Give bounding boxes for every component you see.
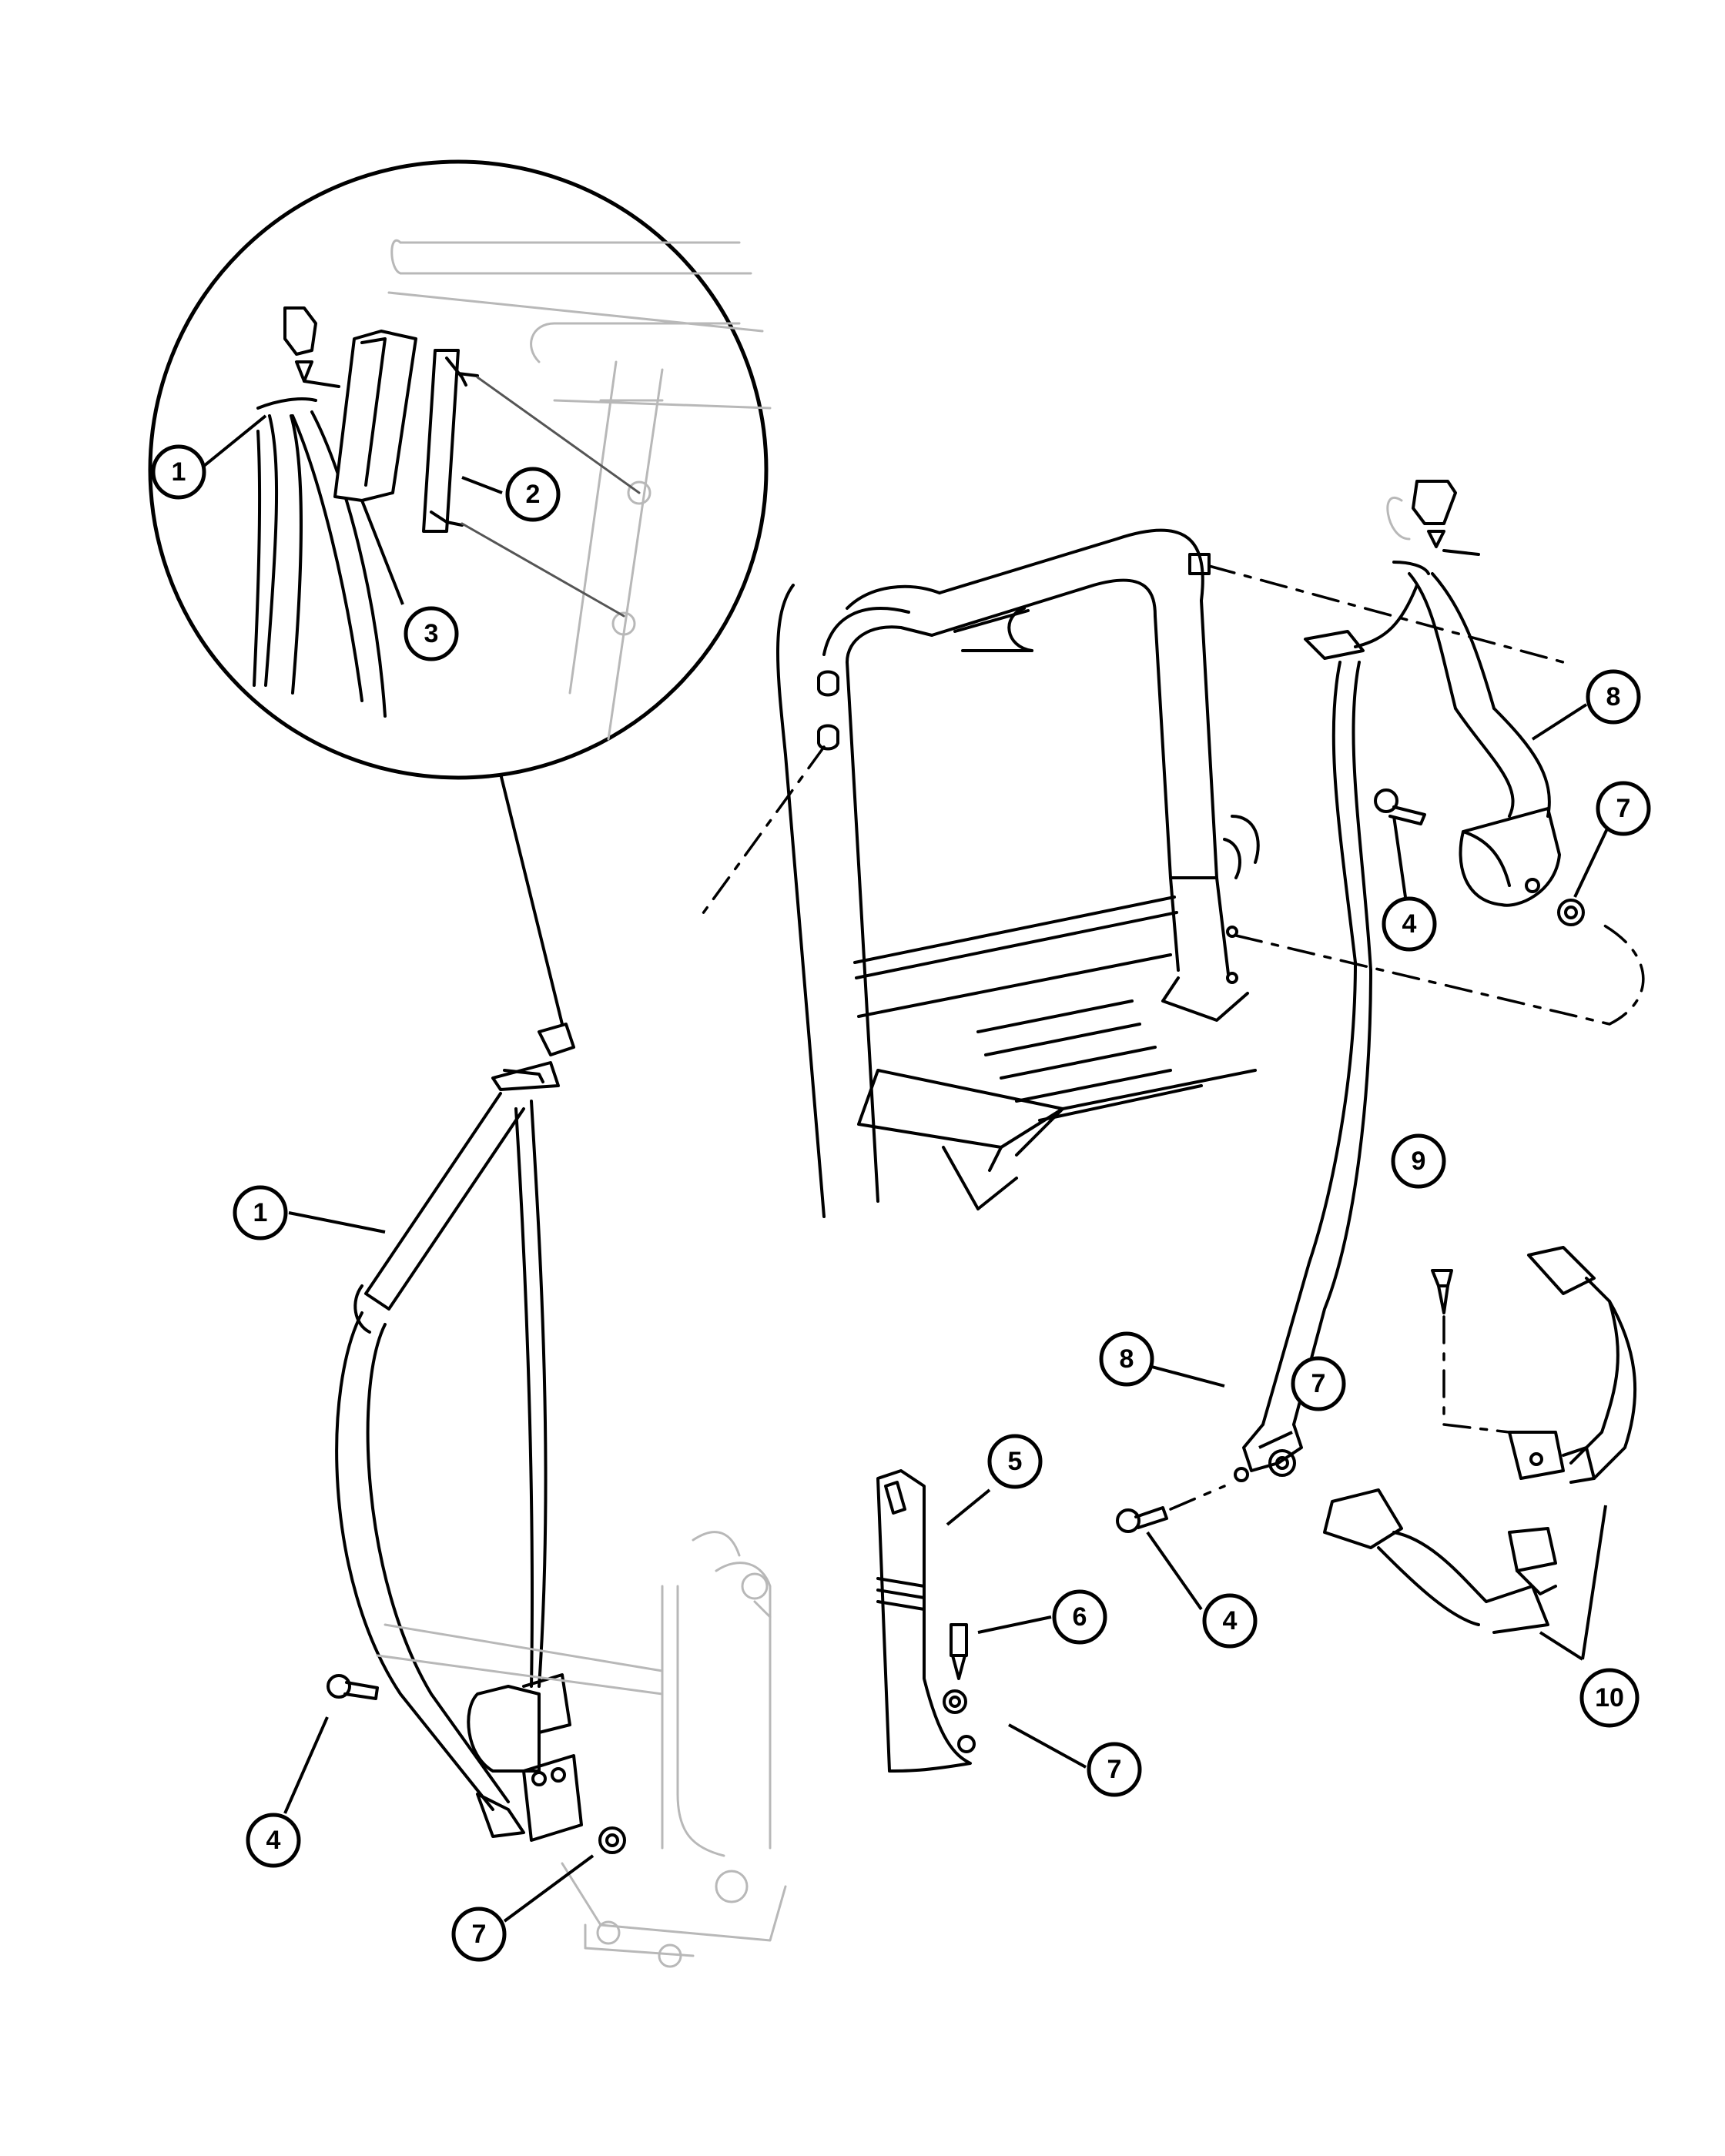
- svg-text:1: 1: [253, 1198, 268, 1227]
- svg-text:7: 7: [1311, 1369, 1326, 1398]
- svg-text:7: 7: [472, 1920, 487, 1949]
- svg-text:8: 8: [1606, 682, 1621, 711]
- callout-7-rear-upper: 7: [1596, 781, 1651, 836]
- svg-text:4: 4: [266, 1826, 281, 1855]
- svg-text:1: 1: [172, 457, 186, 487]
- guide-line: [699, 745, 826, 918]
- callout-2: 2: [505, 467, 561, 522]
- svg-text:5: 5: [1008, 1447, 1023, 1476]
- callout-8-rear-lower: 8: [1099, 1331, 1154, 1387]
- svg-text:2: 2: [526, 480, 541, 509]
- callout-1-belt: 1: [233, 1185, 288, 1240]
- center-buckle-assembly: [1323, 1246, 1637, 1634]
- belt-guide-trim: [876, 1469, 976, 1773]
- callout-7-rear-lower: 7: [1291, 1356, 1346, 1411]
- svg-text:7: 7: [1107, 1755, 1122, 1784]
- callout-4-front: 4: [246, 1813, 301, 1868]
- detail-view: [148, 159, 772, 780]
- callout-6: 6: [1052, 1589, 1107, 1645]
- callout-1-detail: 1: [151, 444, 206, 500]
- callout-8-rear-upper: 8: [1586, 669, 1641, 725]
- svg-text:8: 8: [1120, 1344, 1134, 1374]
- front-belt-assembly: [327, 1023, 787, 1968]
- callout-7-trim: 7: [1087, 1742, 1142, 1797]
- detail-leader-line: [499, 773, 564, 1025]
- rear-belt-retractor: [1116, 480, 1585, 1533]
- callout-4-rear-upper: 4: [1382, 896, 1437, 952]
- svg-text:6: 6: [1073, 1602, 1087, 1632]
- guide-line: [1234, 922, 1645, 1026]
- svg-text:4: 4: [1223, 1606, 1238, 1635]
- callout-3: 3: [404, 606, 459, 661]
- callout-9: 9: [1391, 1133, 1446, 1189]
- callout-7-front: 7: [451, 1907, 507, 1962]
- callout-4-rear-lower: 4: [1202, 1593, 1258, 1649]
- svg-text:4: 4: [1402, 909, 1417, 939]
- callout-leaders: [203, 414, 1611, 1923]
- svg-text:7: 7: [1616, 794, 1631, 823]
- svg-text:3: 3: [424, 619, 439, 648]
- callout-5: 5: [987, 1434, 1043, 1489]
- callout-10: 10: [1579, 1668, 1640, 1728]
- svg-text:9: 9: [1412, 1147, 1426, 1176]
- guide-line: [1208, 564, 1565, 664]
- svg-text:10: 10: [1595, 1683, 1624, 1712]
- roll-bar: [776, 528, 1260, 1218]
